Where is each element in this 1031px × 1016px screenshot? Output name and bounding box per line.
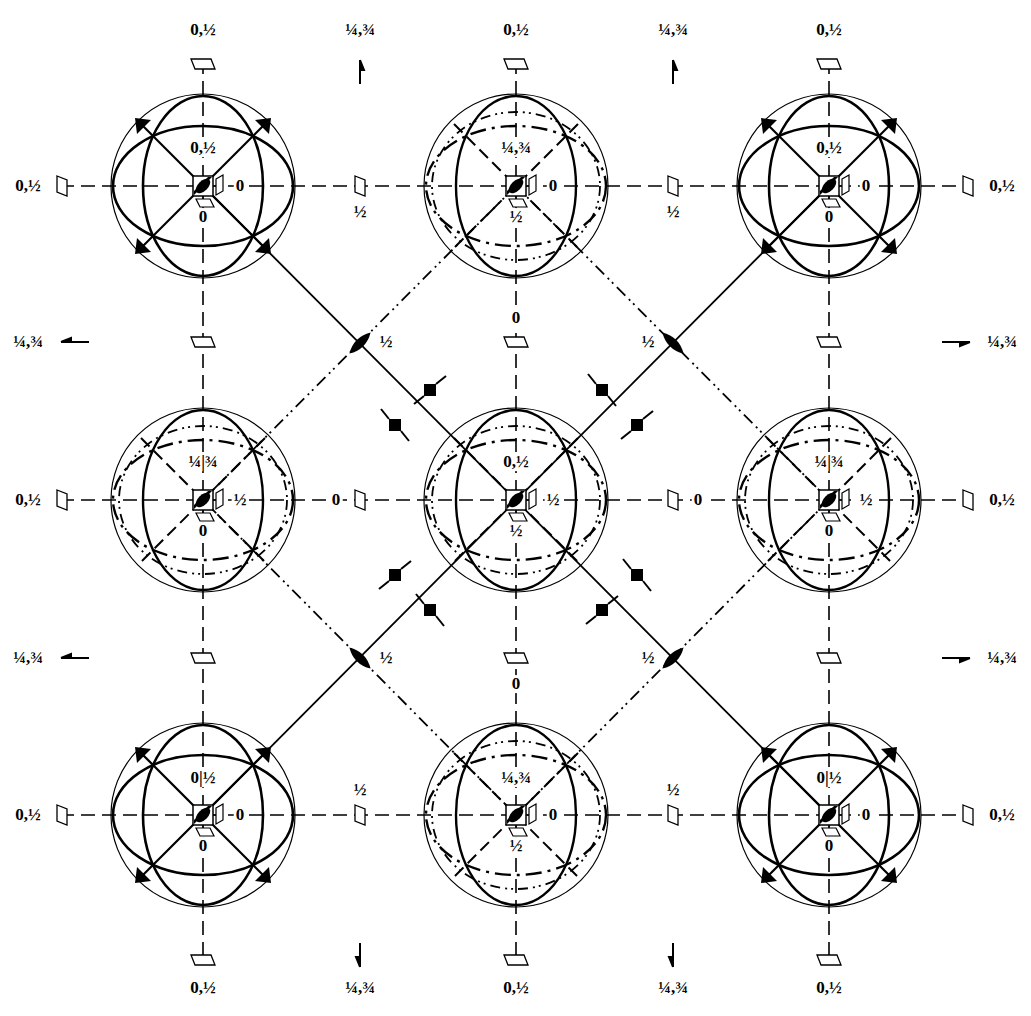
coordinate-label: ¼,¾ [11,333,45,351]
coordinate-label: 0 [823,208,836,226]
coordinate-label: ¼|¾ [186,453,219,471]
coordinate-label: ¼,¾ [343,21,377,39]
coordinate-label: 0 [547,806,560,824]
coordinate-label: ½ [378,649,395,667]
coordinate-label: 0 [860,177,873,195]
coordinate-label: 0 [197,208,210,226]
coordinate-label: 0 [330,491,343,509]
coordinate-label: ½ [508,208,525,226]
coordinate-label: 0 [234,806,247,824]
coordinate-label: ¼,¾ [985,333,1019,351]
coordinate-label: 0,½ [501,979,531,997]
coordinate-label: 0 [234,177,247,195]
coordinate-label: 0 [547,177,560,195]
coordinate-label: ½ [545,491,562,509]
coordinate-label: 0|½ [189,769,218,787]
coordinate-label: ½ [508,837,525,855]
coordinate-label: ½ [665,203,682,221]
coordinate-label: ¼,¾ [499,769,533,787]
coordinate-label: 0,½ [188,139,218,157]
coordinate-label: 0,½ [13,491,43,509]
coordinate-label: ½ [378,333,395,351]
coordinate-label: 0 [860,806,873,824]
coordinate-label: ¼,¾ [656,979,690,997]
coordinate-label: 0 [510,675,523,693]
coordinate-label: ½ [352,203,369,221]
coordinate-label: ½ [665,781,682,799]
coordinate-label: 0,½ [501,453,531,471]
coordinate-label: 0,½ [814,979,844,997]
coordinate-label: ½ [352,781,369,799]
coordinate-label: 0,½ [987,806,1017,824]
coordinate-label: ¼|¾ [812,453,845,471]
coordinate-label: 0,½ [13,806,43,824]
coordinate-label: ¼,¾ [985,649,1019,667]
coordinate-label: ½ [858,491,875,509]
coordinate-label: ½ [232,491,249,509]
coordinate-label: ½ [640,333,657,351]
coordinate-label: ¼,¾ [343,979,377,997]
coordinate-label: 0 [197,837,210,855]
coordinate-label: 0 [510,309,523,327]
coordinate-label: 0 [197,522,210,540]
coordinate-label: 0 [692,491,705,509]
coordinate-label: 0,½ [13,177,43,195]
coordinate-label: ¼,¾ [499,139,533,157]
coordinate-label: 0,½ [188,21,218,39]
coordinate-label: 0|½ [815,769,844,787]
coordinate-label: ¼,¾ [11,649,45,667]
coordinate-label: 0,½ [188,979,218,997]
coordinate-label: 0 [823,837,836,855]
coordinate-label: ½ [640,649,657,667]
coordinate-label: 0,½ [987,491,1017,509]
coordinate-label: ½ [508,522,525,540]
coordinate-label: 0 [823,522,836,540]
coordinate-label: ¼,¾ [656,21,690,39]
coordinate-label: 0,½ [987,177,1017,195]
coordinate-label: 0,½ [814,139,844,157]
coordinate-label: 0,½ [814,21,844,39]
coordinate-label: 0,½ [501,21,531,39]
